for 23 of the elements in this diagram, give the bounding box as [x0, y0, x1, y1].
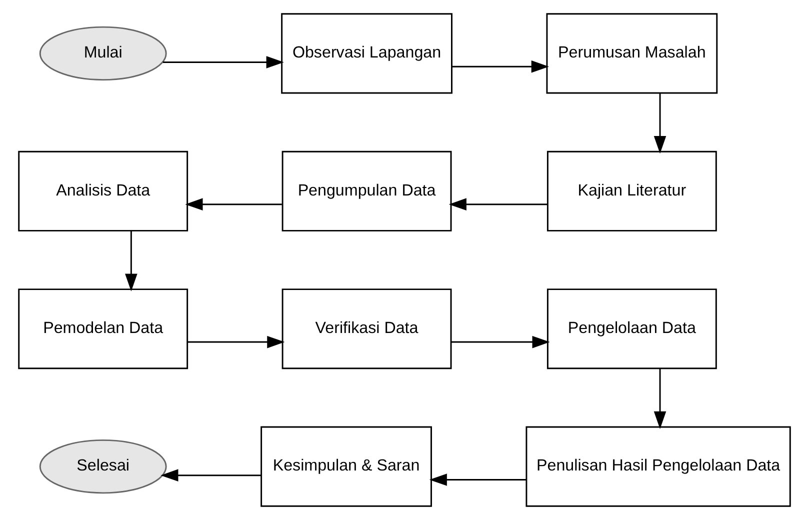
arrow [429, 474, 526, 486]
arrow [451, 336, 550, 348]
node-ellipse: Mulai [39, 26, 167, 81]
node-box: Verifikasi Data [282, 288, 452, 370]
arrow [160, 469, 262, 482]
node-box: Observasi Lapangan [281, 13, 452, 94]
arrow [125, 230, 138, 292]
arrow [162, 56, 284, 68]
node-box: Kesimpulan & Saran [260, 426, 432, 507]
node-box: Penulisan Hasil Pengelolaan Data [526, 426, 791, 507]
arrow [185, 198, 282, 210]
node-box: Perumusan Masalah [546, 13, 718, 94]
node-box: Pengumpulan Data [282, 150, 452, 232]
node-ellipse: Selesai [39, 439, 167, 494]
arrow [654, 368, 666, 430]
arrow [654, 93, 666, 154]
node-box: Pemodelan Data [18, 288, 188, 370]
node-box: Kajian Literatur [546, 150, 717, 232]
arrow [188, 336, 285, 348]
node-box: Analisis Data [18, 150, 188, 232]
node-box: Pengelolaan Data [546, 288, 717, 370]
arrow [452, 60, 549, 73]
arrow [448, 198, 548, 210]
